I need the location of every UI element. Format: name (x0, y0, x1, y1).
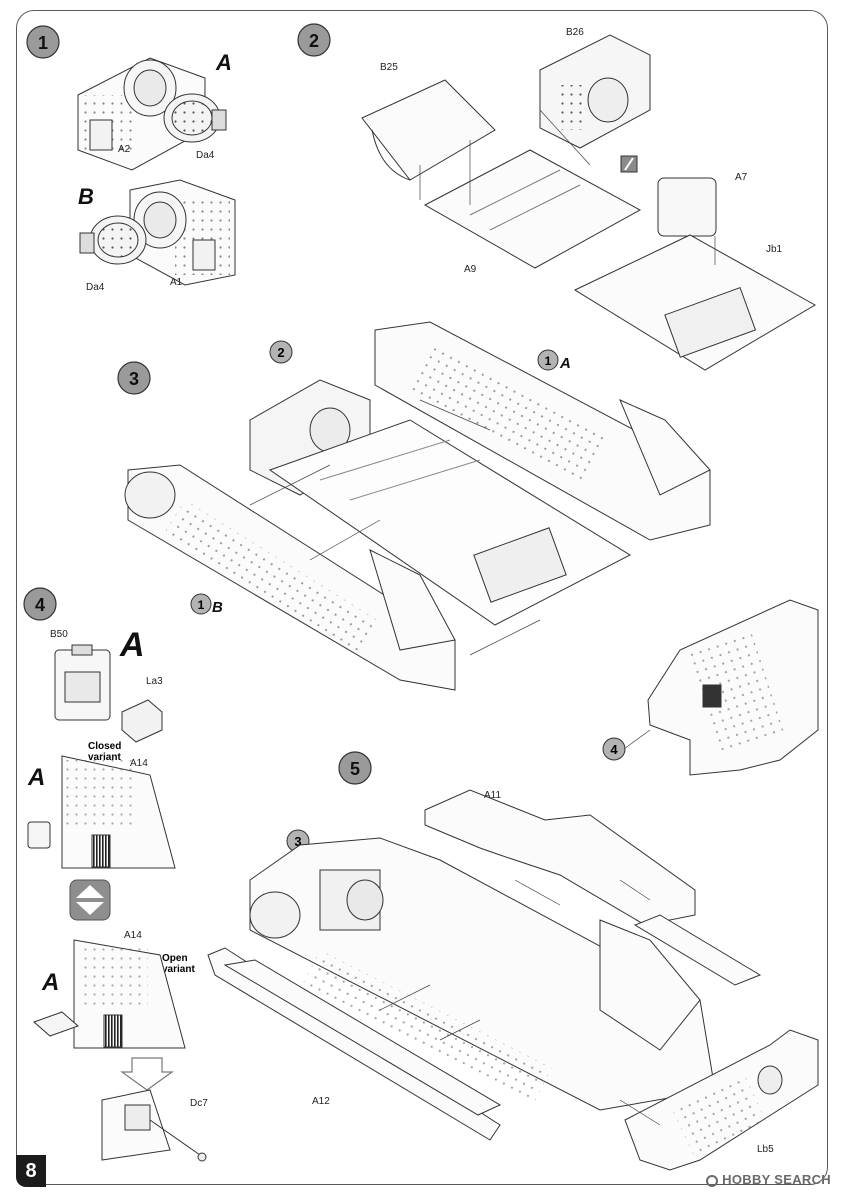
closed-variant-label-line1: Closed (88, 741, 121, 752)
part-label-b25: B25 (380, 62, 398, 73)
svg-text:1: 1 (38, 33, 48, 53)
svg-text:1: 1 (545, 354, 552, 368)
step-1-variant-b-label: B (78, 184, 94, 209)
rear-armor-plate (647, 599, 819, 776)
engine-block-b26 (539, 34, 651, 149)
part-label-da4-top: Da4 (196, 150, 215, 161)
watermark-logo-icon (706, 1175, 719, 1187)
hatch-detail-dc7 (101, 1089, 207, 1162)
swap-variant-icon (69, 879, 111, 921)
open-variant-label-line2: variant (162, 964, 195, 975)
svg-text:A: A (559, 355, 571, 372)
closed-variant-subassembly-a: A (27, 764, 45, 791)
rear-plate-lb5 (624, 1029, 819, 1171)
step-3-guide-lines (249, 399, 541, 656)
step-3-ref-1a: 1 A (537, 349, 571, 372)
open-variant-subassembly-a: A (41, 969, 59, 996)
hull-assembled (249, 837, 716, 1111)
part-label-b26: B26 (566, 27, 584, 38)
open-variant-label-line1: Open (162, 953, 188, 964)
part-label-a12: A12 (312, 1096, 330, 1107)
closed-variant-hull-wall (61, 755, 176, 869)
svg-text:2: 2 (277, 345, 284, 360)
glue-brush-icon (620, 155, 638, 173)
step-2-badge: 2 (297, 23, 331, 57)
sprocket-housing-da4-top (163, 93, 227, 143)
open-variant-hatch (33, 1011, 79, 1037)
part-label-a14-open: A14 (124, 930, 142, 941)
track-guard-a12 (207, 947, 502, 1141)
step-1-variant-a-label: A (215, 50, 232, 75)
hatch-box-a7 (657, 177, 717, 237)
part-label-a2: A2 (118, 144, 131, 155)
armor-block-la3 (121, 699, 163, 743)
step-3-badge: 3 (117, 361, 151, 395)
part-label-lb5: Lb5 (757, 1144, 774, 1155)
side-plate-a2 (77, 57, 206, 171)
part-label-a9: A9 (464, 264, 477, 275)
step-4-badge: 4 (23, 587, 57, 621)
part-label-a7: A7 (735, 172, 748, 183)
step-5-badge: 5 (338, 751, 372, 785)
svg-text:3: 3 (129, 369, 139, 389)
part-label-a14-closed: A14 (130, 758, 148, 769)
down-arrow-icon (120, 1057, 174, 1091)
svg-text:4: 4 (35, 595, 45, 615)
part-label-jb1: Jb1 (766, 244, 783, 255)
page-number: 8 (16, 1155, 46, 1187)
closed-variant-hatch (27, 821, 51, 849)
svg-text:1: 1 (198, 598, 205, 612)
part-label-la3: La3 (146, 676, 163, 687)
watermark: HOBBY SEARCH (706, 1172, 831, 1187)
hatch-plate-b50 (54, 644, 111, 721)
roof-plate-a11 (424, 789, 762, 986)
fender-b25 (361, 79, 496, 181)
hull-side-1a (374, 321, 711, 541)
svg-text:4: 4 (610, 742, 618, 757)
part-label-da4-bottom: Da4 (86, 282, 105, 293)
hull-floor-assembled (268, 419, 632, 626)
svg-text:5: 5 (350, 759, 360, 779)
page-frame (16, 10, 828, 1185)
step-5-guide-line-4 (623, 729, 651, 750)
svg-text:B: B (212, 599, 223, 616)
side-plate-a1 (129, 179, 236, 286)
part-label-a11: A11 (484, 790, 501, 801)
sprocket-housing-da4-bottom (79, 215, 147, 265)
rear-floor-jb1 (573, 234, 817, 371)
step-5-ref-step-4: 4 (602, 737, 626, 761)
step-2-guide-lines (419, 109, 716, 265)
watermark-text: HOBBY SEARCH (722, 1172, 831, 1187)
step-1-badge: 1 (26, 25, 60, 59)
part-label-b50: B50 (50, 629, 68, 640)
closed-variant-label-line2: variant (88, 752, 121, 763)
floor-plate-a9 (423, 149, 642, 269)
part-label-a1: A1 (170, 277, 183, 288)
step-5-guide-lines (379, 879, 661, 1126)
hull-side-1b (124, 464, 456, 691)
step-3-ref-step-2: 2 (269, 340, 293, 364)
svg-text:3: 3 (294, 834, 301, 849)
open-variant-hull-wall (73, 939, 186, 1049)
svg-text:2: 2 (309, 31, 319, 51)
part-label-dc7: Dc7 (190, 1098, 208, 1109)
step-4-subassembly-a-heading: A (119, 626, 145, 664)
step-3-ref-1b: 1 B (190, 593, 223, 616)
